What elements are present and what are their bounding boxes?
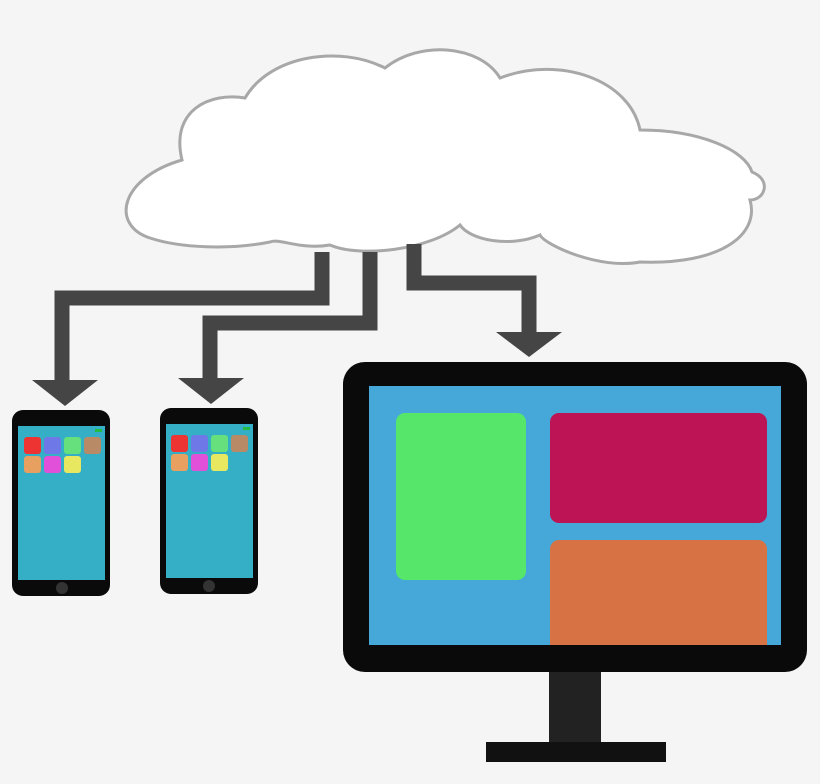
battery-icon — [243, 427, 250, 430]
app-icon[interactable] — [24, 437, 41, 454]
app-icon[interactable] — [191, 435, 208, 452]
phone-1 — [12, 410, 110, 596]
arrow-to-phone-1 — [54, 252, 330, 382]
arrowhead-monitor — [496, 332, 562, 357]
app-icon[interactable] — [64, 456, 81, 473]
app-icon[interactable] — [171, 454, 188, 471]
app-icon[interactable] — [231, 435, 248, 452]
monitor-stand-base — [486, 742, 666, 762]
app-icon[interactable] — [211, 454, 228, 471]
orange-panel — [550, 540, 767, 645]
home-button[interactable] — [203, 580, 215, 592]
sync-arrows — [54, 244, 537, 382]
app-icon[interactable] — [44, 437, 61, 454]
arrow-to-monitor — [406, 244, 537, 334]
monitor-stand-neck — [549, 668, 601, 746]
home-button[interactable] — [56, 582, 68, 594]
arrowhead-phone-1 — [32, 380, 98, 406]
battery-icon — [95, 429, 102, 432]
green-panel — [396, 413, 526, 580]
app-icon[interactable] — [211, 435, 228, 452]
magenta-panel — [550, 413, 767, 523]
cloud — [124, 48, 766, 265]
app-icon[interactable] — [84, 437, 101, 454]
app-icon[interactable] — [24, 456, 41, 473]
app-icon[interactable] — [64, 437, 81, 454]
arrow-to-phone-2 — [202, 252, 378, 380]
monitor — [343, 362, 807, 762]
app-icon[interactable] — [171, 435, 188, 452]
phone-2 — [160, 408, 258, 594]
app-icon[interactable] — [191, 454, 208, 471]
arrowhead-phone-2 — [178, 378, 244, 404]
app-icons — [24, 437, 101, 473]
app-icon[interactable] — [44, 456, 61, 473]
app-icons — [171, 435, 248, 471]
